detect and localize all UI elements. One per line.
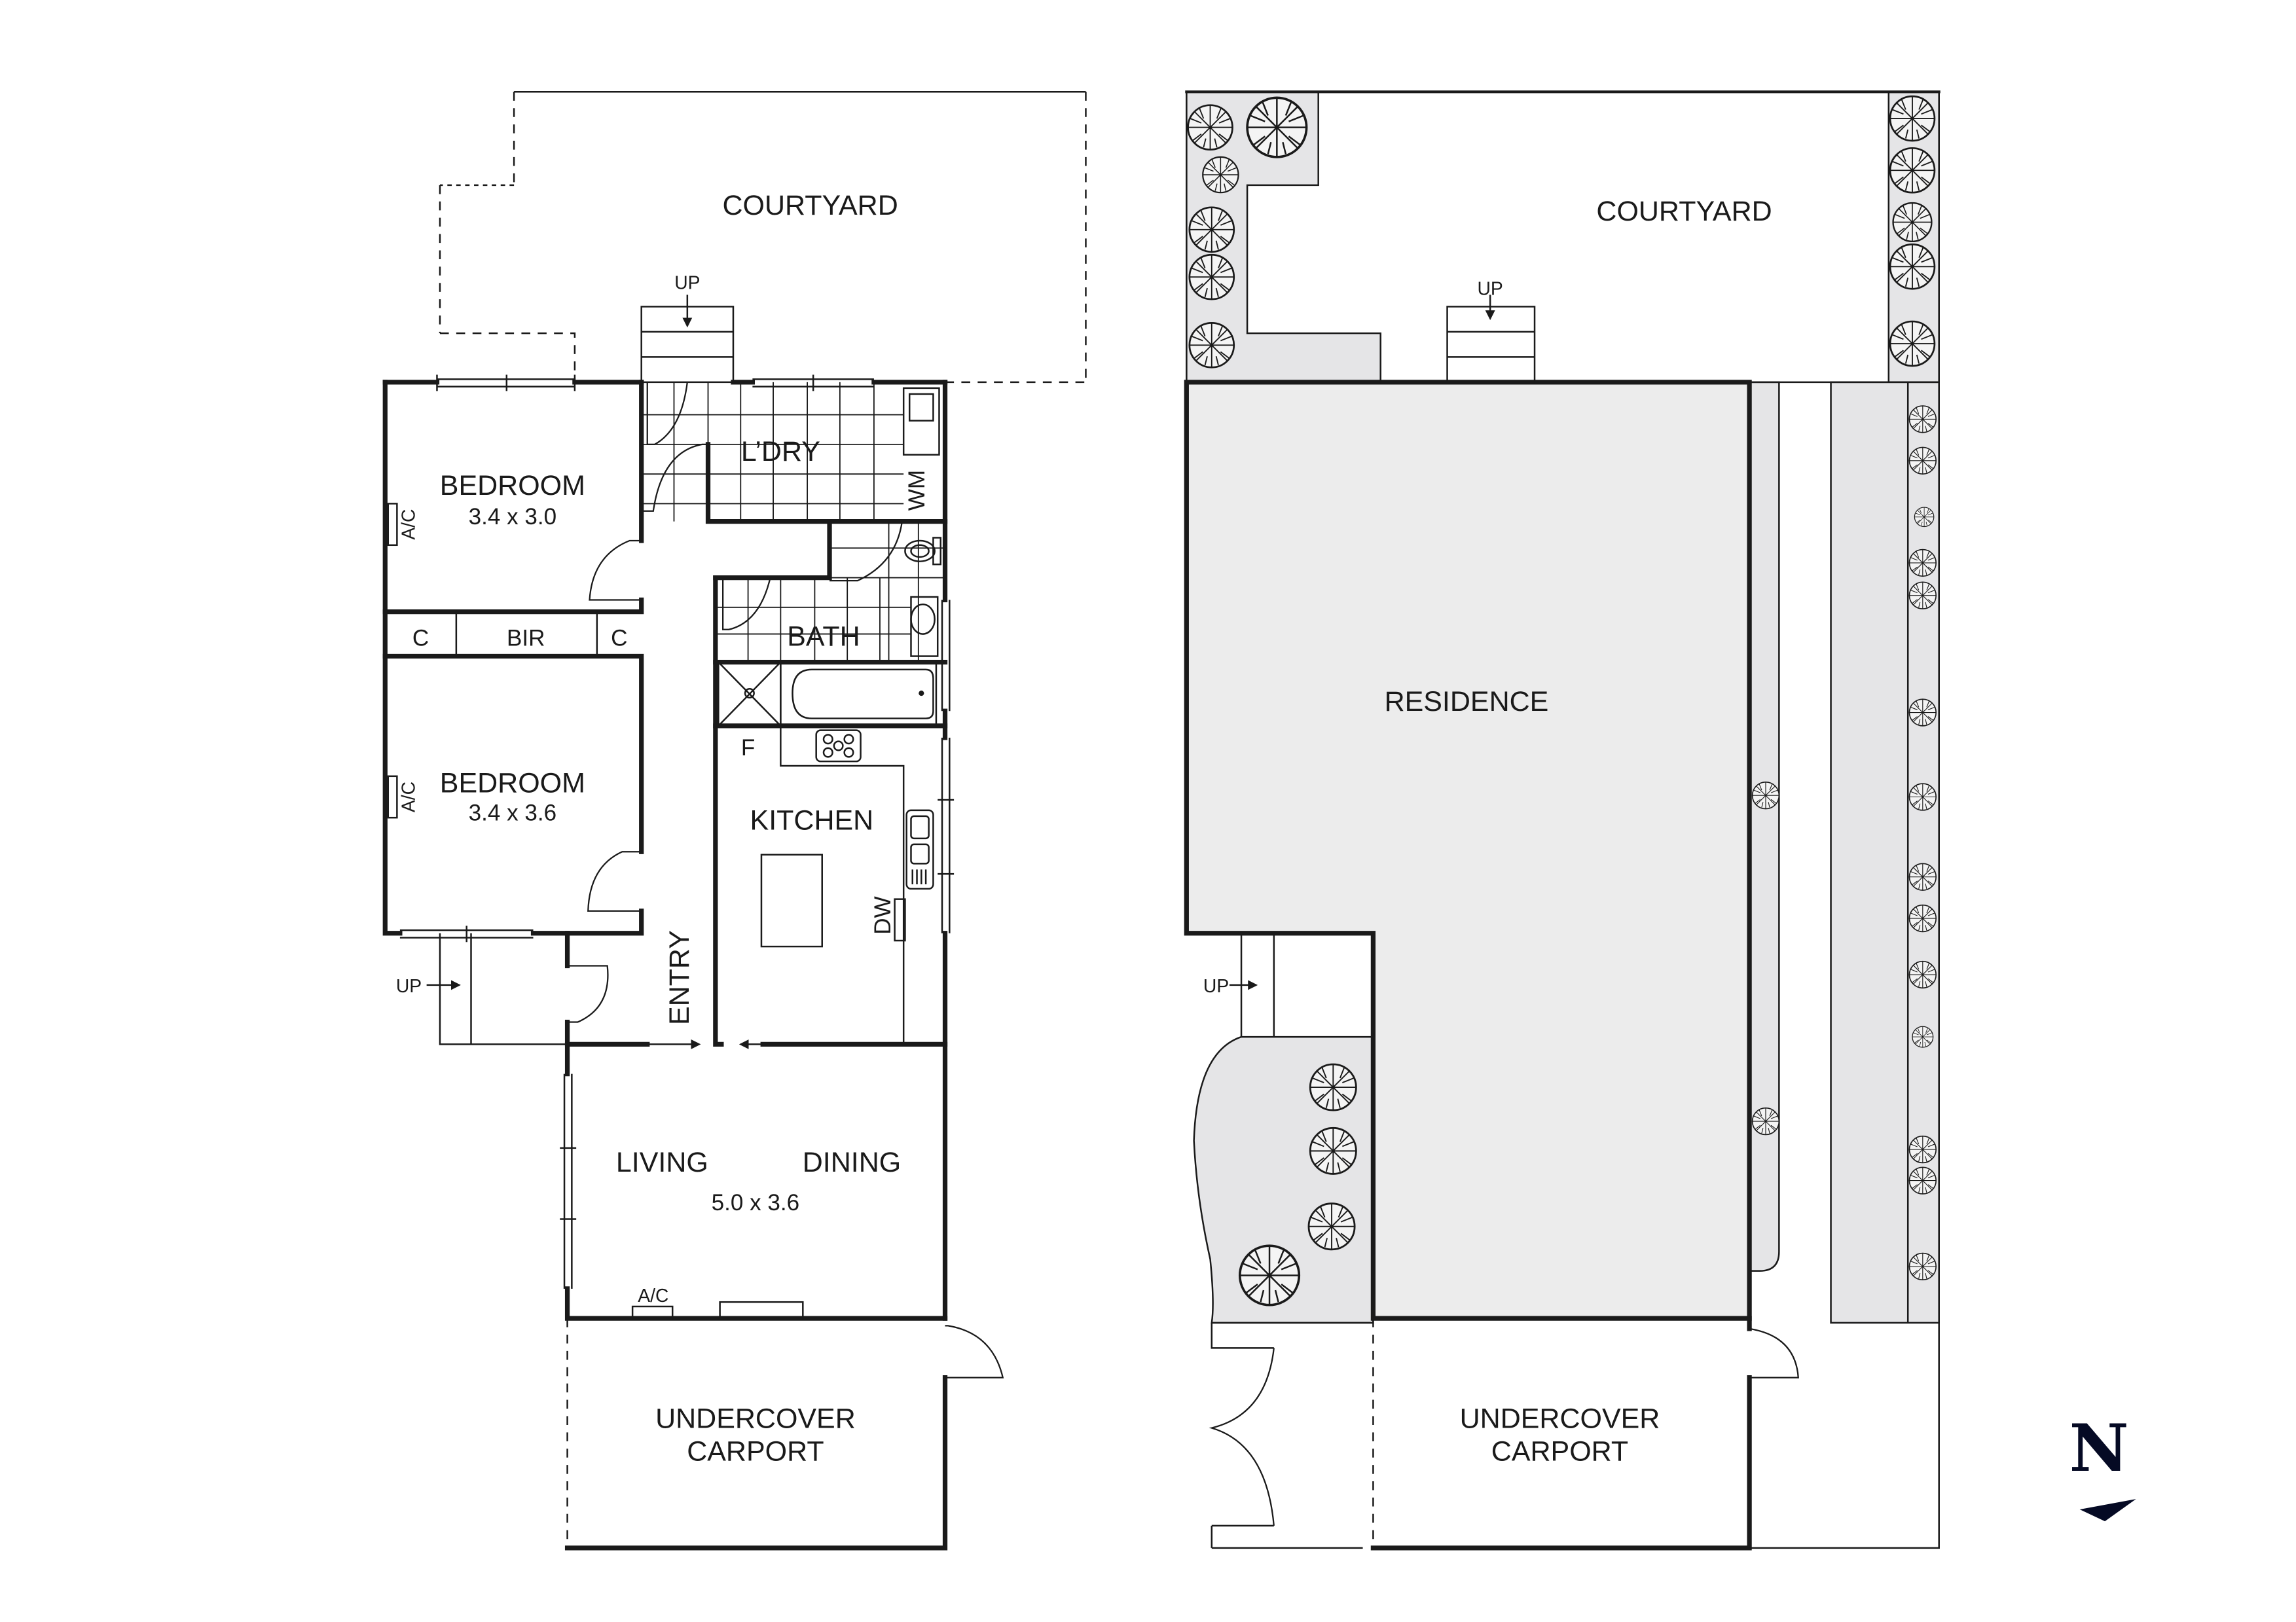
tree-icon (1908, 446, 1937, 475)
tree-icon (1889, 95, 1936, 142)
tree-icon (1188, 321, 1235, 369)
north-arrow: N (2069, 1411, 2136, 1522)
closet-left-label: C (412, 626, 429, 651)
living-fixtures (564, 1301, 948, 1551)
tree-icon (1908, 783, 1937, 811)
laundry-tiles (641, 382, 940, 522)
bedroom1-label: BEDROOM (440, 470, 585, 501)
courtyard-steps-up-label: UP (674, 272, 700, 293)
tree-icon (1914, 507, 1935, 528)
washing-machine-label: WM (904, 470, 930, 511)
residence-label: RESIDENCE (1385, 686, 1549, 717)
bir-label: BIR (507, 626, 545, 651)
closet-right-label: C (611, 626, 627, 651)
tree-icon (1908, 1166, 1937, 1195)
tree-icon (1309, 1126, 1357, 1175)
tree-icon (1751, 1107, 1780, 1136)
tree-icon (1908, 1135, 1937, 1164)
tree-icon (1908, 1252, 1937, 1281)
bedroom2-label: BEDROOM (440, 768, 585, 799)
tree-icon (1908, 863, 1937, 891)
ac-living-label: A/C (638, 1285, 668, 1306)
site-plan: COURTYARD UP RESIDENCE UP UNDERCOVER CAR… (1184, 90, 1941, 1551)
courtyard-steps (640, 295, 735, 384)
dining-label: DINING (803, 1147, 901, 1178)
tree-icon (1892, 202, 1933, 243)
site-side-path (1229, 933, 1275, 1037)
tree-icon (1908, 960, 1937, 989)
tree-icon (1908, 581, 1937, 609)
site-carport (1209, 1316, 1799, 1551)
tree-icon (1889, 243, 1936, 290)
tree-icon (1889, 147, 1936, 194)
residence-footprint (1186, 382, 1750, 1319)
tree-icon (1246, 96, 1308, 158)
tree-icon (1908, 549, 1937, 577)
courtyard-label: COURTYARD (723, 190, 898, 221)
site-side-steps-up-label: UP (1203, 975, 1229, 996)
carport-label-line1: UNDERCOVER (655, 1403, 856, 1435)
fridge-label: F (741, 735, 755, 761)
site-courtyard-label: COURTYARD (1596, 196, 1772, 227)
bedroom1-size: 3.4 x 3.0 (469, 504, 556, 530)
living-dining-size: 5.0 x 3.6 (712, 1190, 799, 1216)
carport-label-line2: CARPORT (687, 1435, 824, 1467)
ac-bedroom1-label: A/C (398, 509, 419, 540)
tree-icon (1238, 1244, 1301, 1307)
ac-unit-bedroom1 (387, 503, 398, 547)
tree-icon (1908, 698, 1937, 727)
tree-icon (1912, 1026, 1934, 1048)
wc-bath-tiles (715, 521, 945, 727)
tree-icon (1188, 206, 1235, 253)
living-label: LIVING (616, 1147, 708, 1178)
bedroom2-size: 3.4 x 3.6 (469, 801, 556, 826)
doors (567, 382, 1004, 1379)
courtyard-outline (439, 91, 1087, 384)
tree-icon (1751, 782, 1780, 810)
site-carport-label-line1: UNDERCOVER (1460, 1403, 1660, 1435)
tree-icon (1187, 104, 1233, 151)
site-carport-label-line2: CARPORT (1491, 1435, 1628, 1467)
tree-icon (1889, 320, 1936, 367)
tree-icon (1309, 1063, 1357, 1111)
bath-label: BATH (787, 621, 860, 653)
side-steps-up-label: UP (396, 975, 422, 996)
entry-label: ENTRY (664, 930, 695, 1025)
north-letter: N (2069, 1411, 2129, 1487)
site-courtyard-steps-up-label: UP (1478, 278, 1503, 298)
tree-icon (1908, 904, 1937, 933)
site-courtyard-steps (1446, 295, 1536, 384)
tree-icon (1188, 253, 1235, 300)
tree-icon (1908, 405, 1937, 433)
north-arrow-icon (2079, 1499, 2136, 1522)
kitchen-label: KITCHEN (750, 804, 874, 836)
ac-bedroom2-label: A/C (398, 782, 419, 812)
floor-plan: COURTYARD UP BEDROOM 3.4 x 3.0 L’DRY WM … (382, 91, 1087, 1551)
tree-icon (1202, 156, 1239, 194)
garden-beds (1186, 91, 1940, 1324)
ac-unit-bedroom2 (387, 775, 398, 819)
site-boundary (1185, 90, 1941, 1549)
laundry-label: L’DRY (741, 436, 820, 467)
kitchen-fixtures (760, 725, 934, 1045)
dishwasher-label: DW (870, 896, 896, 934)
tree-icon (1307, 1202, 1356, 1251)
